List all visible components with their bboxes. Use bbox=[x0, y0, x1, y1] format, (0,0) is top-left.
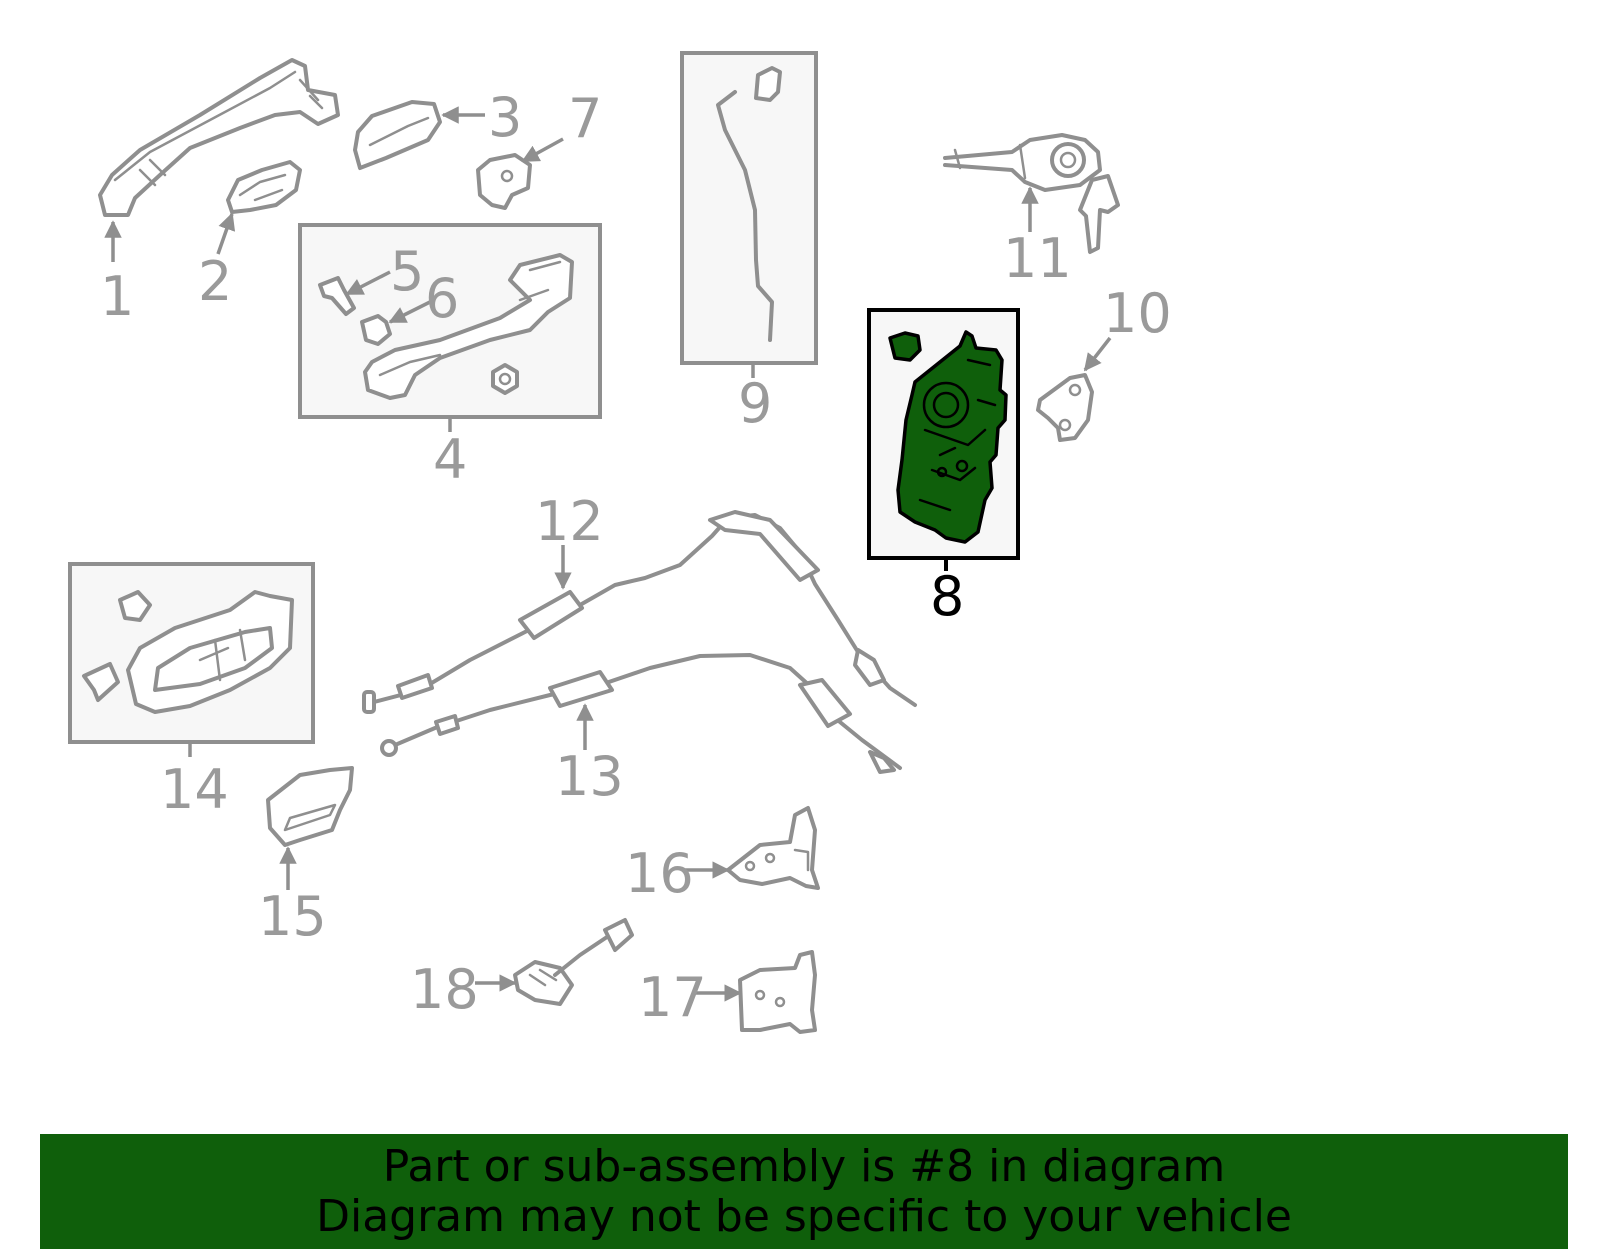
part-10-striker[interactable] bbox=[1036, 373, 1094, 442]
part-9-box bbox=[680, 51, 818, 365]
callout-13[interactable]: 13 bbox=[555, 745, 624, 808]
part-6-grommet[interactable] bbox=[360, 314, 392, 346]
callout-11[interactable]: 11 bbox=[1003, 227, 1072, 290]
callout-18[interactable]: 18 bbox=[410, 958, 479, 1021]
part-4-frame[interactable] bbox=[363, 253, 574, 400]
callout-16[interactable]: 16 bbox=[625, 842, 694, 905]
callout-15[interactable]: 15 bbox=[258, 885, 327, 948]
part-11-lock-cylinder[interactable] bbox=[943, 133, 1120, 254]
callout-3[interactable]: 3 bbox=[488, 86, 522, 149]
part-18-door-check[interactable] bbox=[513, 918, 634, 1006]
callout-6[interactable]: 6 bbox=[425, 267, 459, 330]
callout-14[interactable]: 14 bbox=[160, 758, 229, 821]
banner-line-2: Diagram may not be specific to your vehi… bbox=[316, 1190, 1292, 1242]
callout-5[interactable]: 5 bbox=[390, 240, 424, 303]
banner-line-1: Part or sub-assembly is #8 in diagram bbox=[382, 1140, 1226, 1192]
callout-17[interactable]: 17 bbox=[638, 966, 707, 1029]
part-14-inner-handle[interactable] bbox=[82, 590, 294, 714]
part-17-lower-hinge[interactable] bbox=[738, 950, 817, 1034]
part-2-handle-cover[interactable] bbox=[226, 160, 302, 214]
callout-7[interactable]: 7 bbox=[568, 87, 602, 150]
part-7-cap[interactable] bbox=[476, 153, 532, 210]
callout-1[interactable]: 1 bbox=[100, 265, 134, 328]
part-16-upper-hinge[interactable] bbox=[726, 806, 820, 890]
callout-12[interactable]: 12 bbox=[535, 490, 604, 553]
part-12-cable[interactable] bbox=[362, 510, 917, 714]
callout-8[interactable]: 8 bbox=[930, 565, 964, 628]
info-banner: Part or sub-assembly is #8 in diagram Di… bbox=[40, 1134, 1568, 1249]
callout-2[interactable]: 2 bbox=[198, 250, 232, 313]
part-3-escutcheon[interactable] bbox=[353, 100, 442, 170]
part-1-outer-handle[interactable] bbox=[98, 58, 340, 217]
callout-4[interactable]: 4 bbox=[433, 428, 467, 491]
part-13-cable[interactable] bbox=[380, 653, 902, 774]
part-15-bezel[interactable] bbox=[266, 766, 354, 847]
callout-10[interactable]: 10 bbox=[1103, 282, 1172, 345]
part-9-rod[interactable] bbox=[716, 66, 782, 342]
part-5-bolt[interactable] bbox=[318, 276, 356, 316]
callout-9[interactable]: 9 bbox=[738, 372, 772, 435]
part-8-door-lock-actuator[interactable] bbox=[888, 330, 1008, 544]
